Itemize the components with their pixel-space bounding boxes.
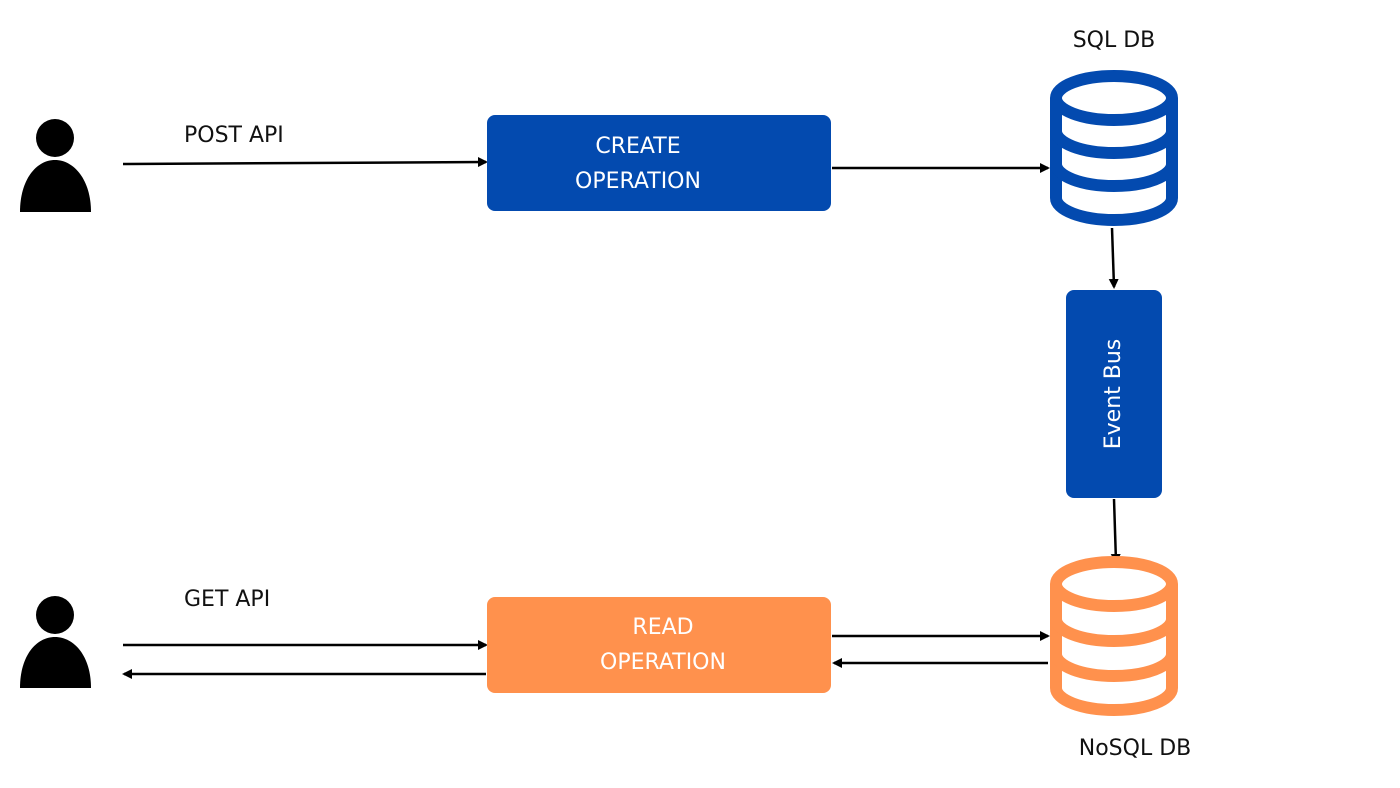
get-user-icon xyxy=(20,596,91,688)
nosql-db-label: NoSQL DB xyxy=(1079,736,1191,761)
sql-to-eventbus-arrow xyxy=(1108,227,1119,289)
post-api-arrow xyxy=(122,157,488,168)
create-operation-line1: CREATE xyxy=(595,134,680,159)
sql-db-database-icon xyxy=(1050,70,1178,226)
create-operation-rect[interactable] xyxy=(487,115,831,211)
event-bus-box[interactable]: Event Bus xyxy=(1066,290,1162,498)
read-operation-line2: OPERATION xyxy=(600,650,726,675)
create-operation-line2: OPERATION xyxy=(575,169,701,194)
read-operation-rect[interactable] xyxy=(487,597,831,693)
post-user-icon xyxy=(20,119,91,212)
eventbus-to-nosql-arrow xyxy=(1110,498,1121,564)
event-bus-label: Event Bus xyxy=(1101,339,1126,450)
post-api-label: POST API xyxy=(184,123,284,148)
read-operation-box[interactable]: READ OPERATION xyxy=(487,597,831,693)
get-api-label: GET API xyxy=(184,587,270,612)
read-operation-line1: READ xyxy=(632,615,693,640)
event-bus-rect[interactable] xyxy=(1066,290,1162,498)
sql-db-label: SQL DB xyxy=(1073,28,1156,53)
create-operation-box[interactable]: CREATE OPERATION xyxy=(487,115,831,211)
nosql-db-database-icon xyxy=(1050,556,1178,716)
